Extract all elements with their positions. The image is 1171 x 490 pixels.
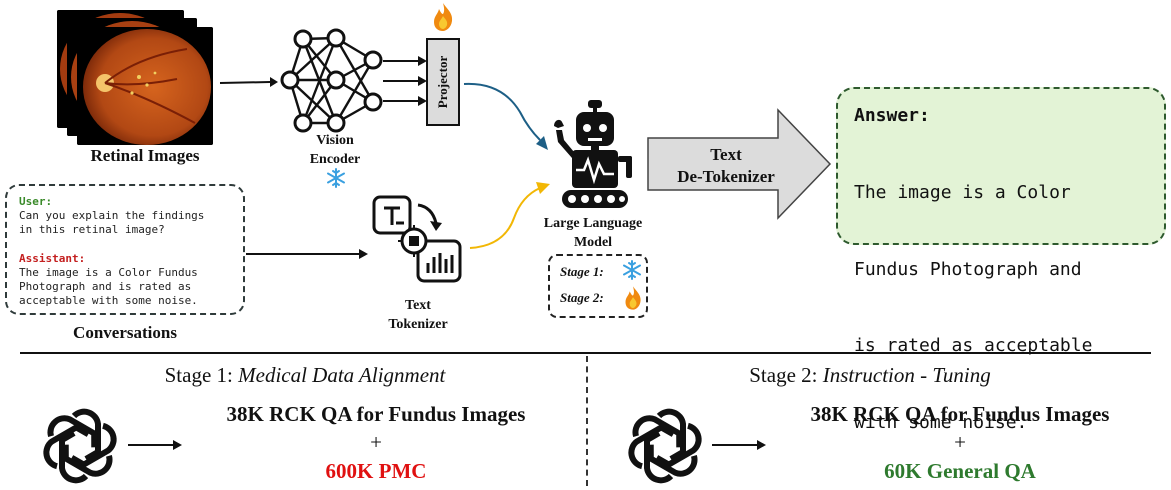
stage1-title-prefix: Stage 1: [164,363,233,387]
answer-text: The image is a Color Fundus Photograph a… [854,129,1092,486]
stage2-title: Stage 2: Instruction - Tuning [615,363,1125,388]
llm-label-line: Model [573,235,613,250]
arrow-icon [463,82,548,150]
answer-line: with some noise. [854,411,1028,433]
arrow-icon [246,249,368,259]
detokenizer-label-line: De-Tokenizer [677,167,775,186]
assistant-text-line: The image is a Color Fundus [19,266,198,279]
flame-icon [625,286,641,310]
neural-network-icon [280,28,383,133]
stage2-title-prefix: Stage 2: [749,363,818,387]
snowflake-icon [327,168,345,188]
vision-encoder-label-line: Vision [316,133,354,148]
stage1-line2: 600K PMC [325,459,427,483]
llm-label: Large Language Model [528,214,658,252]
assistant-role: Assistant: [19,252,86,265]
arrow-icon [712,440,766,450]
answer-line: The image is a Color [854,182,1071,203]
arrow-icon [128,440,182,450]
detokenizer-arrow [647,108,832,220]
snowflake-icon [623,260,641,280]
arrow-icon [219,77,278,87]
openai-logo-icon [38,408,122,488]
detokenizer-label: Text De-Tokenizer [646,144,806,188]
stage2-line1: 38K RCK QA for Fundus Images [810,402,1110,426]
answer-line: is rated as acceptable [854,335,1093,356]
conversation-box: User: Can you explain the findings in th… [5,184,245,315]
stage-status-box: Stage 1: Stage 2: [548,254,648,318]
stage1-tag: Stage 1: [560,264,604,279]
stage2-tag: Stage 2: [560,290,604,305]
retinal-images-label: Retinal Images [90,146,200,165]
text-tokenizer-label: Text Tokenizer [378,296,458,334]
stage1-title-italic: Medical Data Alignment [238,363,446,387]
answer-line: Fundus Photograph and [854,258,1082,280]
assistant-text-line: Photograph and is rated as [19,280,192,293]
arrow-icon [469,182,550,249]
vision-encoder-label: Vision Encoder [300,131,370,169]
answer-title: Answer: [854,105,930,126]
section-divider [20,352,1151,354]
flame-icon [434,3,453,31]
user-role: User: [19,195,53,208]
vision-encoder-label-line: Encoder [309,152,361,167]
stage-divider [586,356,588,486]
answer-box: Answer: The image is a Color Fundus Phot… [836,87,1166,433]
stage1-plus: + [370,430,382,454]
arrow-icon [383,56,427,106]
robot-icon [554,100,632,208]
projector-label: Projector [435,55,450,109]
retina-image [77,27,213,145]
stage1-title: Stage 1: Medical Data Alignment [50,363,560,388]
tokenizer-icon [372,195,462,283]
stage2-title-italic: Instruction - Tuning [822,363,991,387]
user-text-line: in this retinal image? [19,223,165,236]
assistant-text-line: acceptable with some noise. [19,294,198,307]
user-text-line: Can you explain the findings [19,209,205,222]
llm-label-line: Large Language [543,216,643,231]
text-tokenizer-label-line: Tokenizer [388,317,448,332]
projector-box: Projector [426,38,460,126]
stage2-line2: 60K General QA [884,459,1036,483]
conversations-label: Conversations [73,323,177,342]
detokenizer-label-line: Text [710,145,742,164]
stage1-line1: 38K RCK QA for Fundus Images [226,402,526,426]
openai-logo-icon [623,408,707,488]
text-tokenizer-label-line: Text [405,298,431,313]
stage2-plus: + [954,430,966,454]
